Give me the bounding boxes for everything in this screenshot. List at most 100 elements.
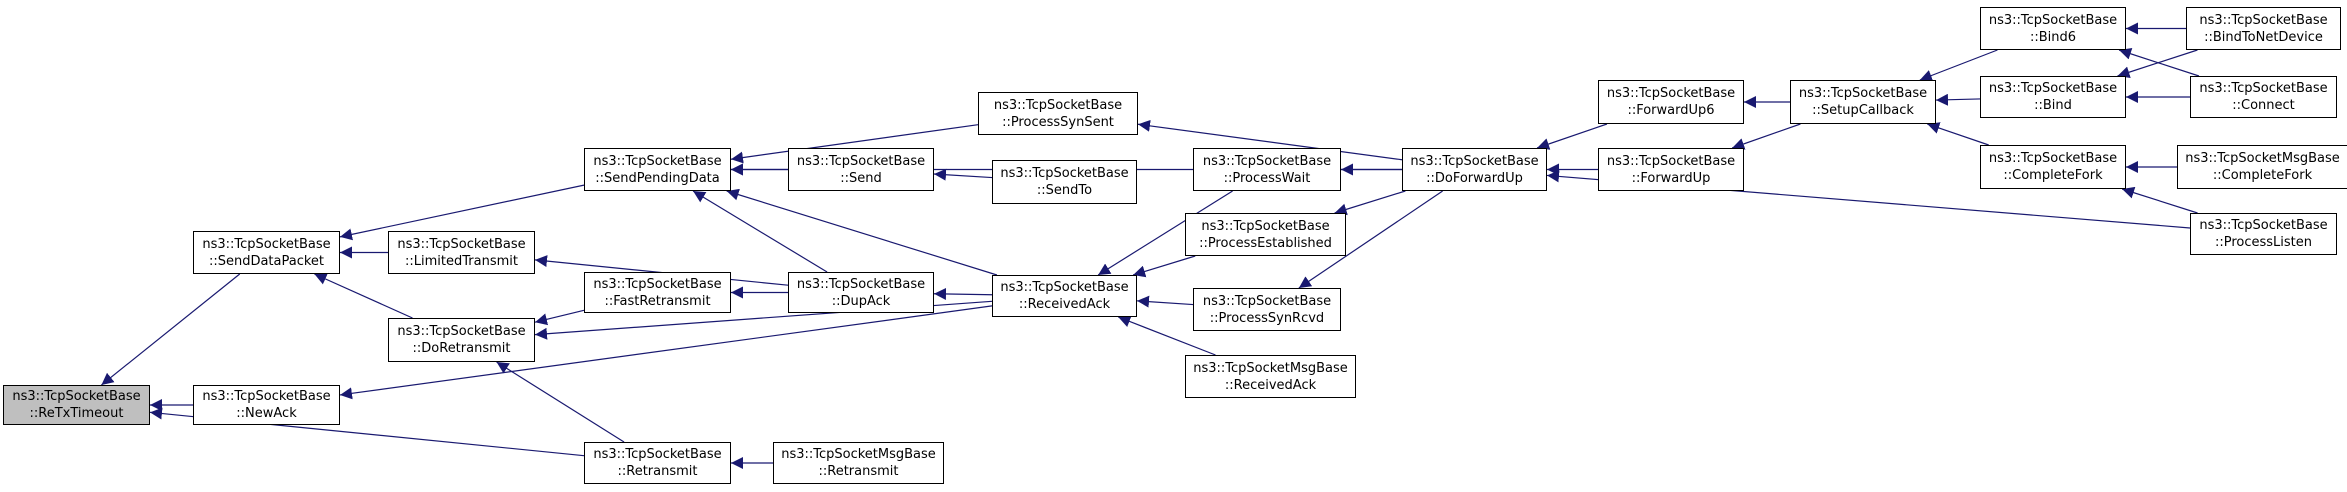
edge-recvack-to-dupack bbox=[933, 287, 993, 300]
node-class-label: ns3::TcpSocketMsgBase bbox=[781, 447, 936, 462]
node-class-label: ns3::TcpSocketBase bbox=[1606, 86, 1736, 101]
node-class-label: ns3::TcpSocketBase bbox=[1798, 86, 1928, 101]
node-setup-callback[interactable]: ns3::TcpSocketBase ::SetupCallback bbox=[1790, 80, 1936, 124]
node-method-label: ::ProcessListen bbox=[2214, 235, 2313, 250]
node-method-label: ::ReTxTimeout bbox=[29, 406, 124, 421]
node-method-label: ::CompleteFork bbox=[2003, 168, 2103, 183]
node-new-ack[interactable]: ns3::TcpSocketBase ::NewAck bbox=[193, 385, 340, 425]
node-class-label: ns3::TcpSocketBase bbox=[593, 153, 722, 169]
node-class-label: ns3::TcpSocketBase bbox=[1201, 218, 1330, 234]
node-class-label: ns3::TcpSocketBase bbox=[796, 153, 926, 169]
node-method-label: ::SendDataPacket bbox=[208, 253, 325, 269]
node-class-label: ns3::TcpSocketBase bbox=[202, 236, 331, 252]
node-class-label: ns3::TcpSocketBase bbox=[1000, 166, 1129, 181]
edge-synsent-to-spd bbox=[730, 124, 979, 164]
node-process-wait[interactable]: ns3::TcpSocketBase ::ProcessWait bbox=[1193, 148, 1341, 191]
node-class-label: ns3::TcpSocketBase bbox=[1000, 280, 1129, 295]
node-complete-fork[interactable]: ns3::TcpSocketBase ::CompleteFork bbox=[1980, 145, 2126, 189]
edge-recvack-to-spd bbox=[726, 188, 998, 276]
edge-recvack-to-newack bbox=[339, 305, 993, 400]
node-method-label: ::ForwardUp bbox=[1631, 170, 1711, 186]
edge-fastretx-to-doretx bbox=[534, 309, 585, 326]
node-method-label: ::ProcessSynSent bbox=[1002, 114, 1114, 130]
node-method-label: ::CompleteFork bbox=[2212, 168, 2313, 183]
node-process-syn-sent[interactable]: ns3::TcpSocketBase ::ProcessSynSent bbox=[978, 92, 1138, 135]
edge-msgrecvack-to-recvack bbox=[1118, 315, 1216, 356]
node-class-label: ns3::TcpSocketBase bbox=[397, 236, 526, 252]
edge-bindnet-to-bind bbox=[2117, 49, 2198, 78]
node-retransmit[interactable]: ns3::TcpSocketBase ::Retransmit bbox=[584, 442, 731, 484]
node-forward-up6[interactable]: ns3::TcpSocketBase ::ForwardUp6 bbox=[1598, 80, 1744, 124]
node-fast-retransmit[interactable]: ns3::TcpSocketBase ::FastRetransmit bbox=[584, 272, 731, 313]
node-forward-up[interactable]: ns3::TcpSocketBase ::ForwardUp bbox=[1598, 148, 1744, 191]
node-do-retransmit[interactable]: ns3::TcpSocketBase ::DoRetransmit bbox=[388, 318, 535, 362]
node-method-label: ::Connect bbox=[2232, 98, 2295, 113]
node-class-label: ns3::TcpSocketBase bbox=[1410, 153, 1539, 169]
node-class-label: ns3::TcpSocketBase bbox=[12, 389, 141, 404]
edge-setupcb-to-fwd bbox=[1731, 123, 1801, 150]
node-method-label: ::SendPendingData bbox=[595, 170, 720, 186]
edge-dupack-to-spd bbox=[692, 190, 828, 273]
node-method-label: ::SetupCallback bbox=[1812, 103, 1914, 118]
node-method-label: ::DoForwardUp bbox=[1426, 170, 1523, 186]
node-send[interactable]: ns3::TcpSocketBase ::Send bbox=[788, 148, 934, 191]
node-class-label: ns3::TcpSocketMsgBase bbox=[1193, 360, 1348, 376]
node-class-label: ns3::TcpSocketBase bbox=[1988, 81, 2118, 96]
node-method-label: ::ForwardUp6 bbox=[1627, 103, 1715, 118]
node-method-label: ::ReceivedAck bbox=[1224, 377, 1317, 393]
node-method-label: ::ProcessSynRcvd bbox=[1209, 310, 1325, 326]
node-connect[interactable]: ns3::TcpSocketBase ::Connect bbox=[2190, 76, 2337, 118]
node-class-label: ns3::TcpSocketBase bbox=[2199, 81, 2328, 96]
edge-dofwd-to-pest bbox=[1334, 190, 1406, 216]
node-dup-ack[interactable]: ns3::TcpSocketBase ::DupAck bbox=[788, 272, 934, 313]
node-limited-transmit[interactable]: ns3::TcpSocketBase ::LimitedTransmit bbox=[388, 231, 535, 274]
node-method-label: ::Send bbox=[840, 170, 882, 186]
node-class-label: ns3::TcpSocketBase bbox=[1202, 293, 1332, 309]
node-method-label: ::Retransmit bbox=[818, 464, 899, 479]
node-bind-to-net-device[interactable]: ns3::TcpSocketBase ::BindToNetDevice bbox=[2186, 7, 2341, 50]
node-class-label: ns3::TcpSocketMsgBase bbox=[2185, 151, 2340, 166]
node-method-label: ::DupAck bbox=[831, 293, 891, 309]
node-method-label: ::DoRetransmit bbox=[412, 341, 511, 356]
node-received-ack[interactable]: ns3::TcpSocketBase ::ReceivedAck bbox=[992, 275, 1137, 317]
node-process-listen[interactable]: ns3::TcpSocketBase ::ProcessListen bbox=[2190, 213, 2337, 255]
edge-fwd6-to-dofwd bbox=[1536, 123, 1608, 150]
node-method-label: ::LimitedTransmit bbox=[405, 253, 518, 269]
node-send-to[interactable]: ns3::TcpSocketBase ::SendTo bbox=[992, 160, 1137, 204]
node-bind6[interactable]: ns3::TcpSocketBase ::Bind6 bbox=[1980, 7, 2126, 50]
edge-senddata-to-retx bbox=[101, 273, 241, 386]
node-method-label: ::Retransmit bbox=[617, 464, 698, 479]
node-msg-retransmit[interactable]: ns3::TcpSocketMsgBase ::Retransmit bbox=[773, 442, 944, 484]
node-class-label: ns3::TcpSocketBase bbox=[202, 389, 331, 404]
node-method-label: ::NewAck bbox=[236, 406, 297, 421]
edge-compfork-to-setupcb bbox=[1927, 122, 1989, 146]
node-class-label: ns3::TcpSocketBase bbox=[1988, 151, 2118, 166]
node-do-forward-up[interactable]: ns3::TcpSocketBase ::DoForwardUp bbox=[1402, 148, 1547, 191]
node-method-label: ::Bind bbox=[2034, 98, 2072, 113]
edge-spd-to-senddata bbox=[339, 184, 585, 241]
node-class-label: ns3::TcpSocketBase bbox=[1988, 12, 2118, 28]
node-send-pending-data[interactable]: ns3::TcpSocketBase ::SendPendingData bbox=[584, 148, 731, 191]
node-process-syn-rcvd[interactable]: ns3::TcpSocketBase ::ProcessSynRcvd bbox=[1193, 288, 1341, 331]
edge-bind6-to-setupcb bbox=[1919, 49, 1998, 82]
node-msg-received-ack[interactable]: ns3::TcpSocketMsgBase ::ReceivedAck bbox=[1185, 355, 1356, 398]
node-bind[interactable]: ns3::TcpSocketBase ::Bind bbox=[1980, 76, 2126, 118]
node-class-label: ns3::TcpSocketBase bbox=[1606, 153, 1736, 169]
edge-bind-to-setupcb bbox=[1935, 93, 1981, 106]
node-process-established[interactable]: ns3::TcpSocketBase ::ProcessEstablished bbox=[1185, 213, 1346, 256]
node-msg-complete-fork[interactable]: ns3::TcpSocketMsgBase ::CompleteFork bbox=[2177, 145, 2347, 189]
edge-pwait-to-recvack bbox=[1097, 190, 1233, 276]
node-class-label: ns3::TcpSocketBase bbox=[993, 97, 1123, 113]
edge-dofwd-to-synsent bbox=[1137, 119, 1403, 161]
edge-dofwd-to-psynrcvd bbox=[1298, 190, 1443, 289]
node-send-data-packet[interactable]: ns3::TcpSocketBase ::SendDataPacket bbox=[193, 231, 340, 274]
node-retx-timeout[interactable]: ns3::TcpSocketBase ::ReTxTimeout bbox=[3, 385, 150, 425]
node-class-label: ns3::TcpSocketBase bbox=[593, 276, 722, 292]
edge-psynrcvd-to-recvack bbox=[1136, 295, 1194, 308]
node-method-label: ::ProcessWait bbox=[1223, 170, 1311, 186]
node-class-label: ns3::TcpSocketBase bbox=[593, 447, 722, 462]
node-class-label: ns3::TcpSocketBase bbox=[1202, 153, 1332, 169]
edge-plisten-to-compfork bbox=[2121, 186, 2198, 214]
node-class-label: ns3::TcpSocketBase bbox=[397, 324, 526, 339]
